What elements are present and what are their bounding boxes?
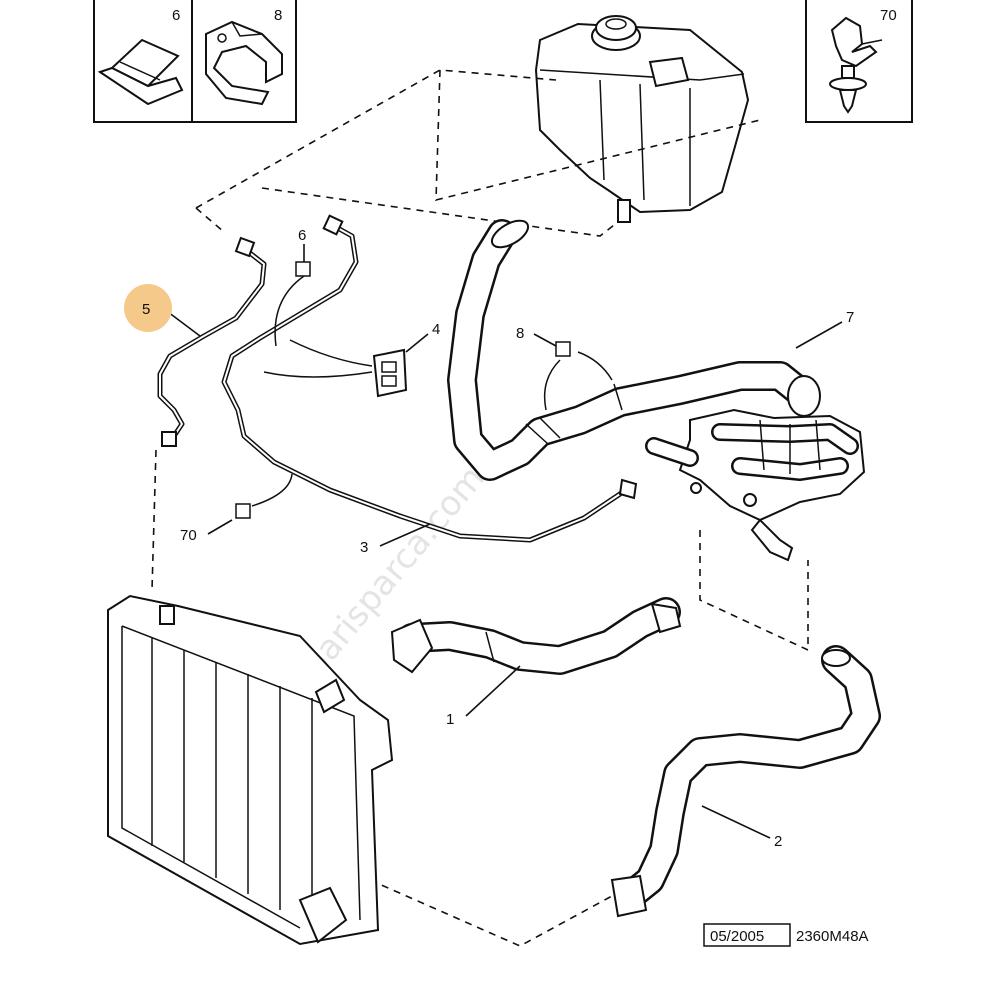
date-box <box>703 923 791 947</box>
tank-hose <box>447 219 821 481</box>
ref-box-70 <box>235 503 251 519</box>
reference-date: 05/2005 <box>710 928 764 945</box>
callout-3: 3 <box>360 539 368 556</box>
arrow-ref-8 <box>543 359 561 411</box>
reference-stamp: 05/2005 2360M48A <box>703 923 869 947</box>
leader-3 <box>379 523 431 547</box>
fastener-clip-icon <box>829 16 883 114</box>
inset-panel-6: 6 <box>93 0 193 123</box>
ref-box-8 <box>555 341 571 357</box>
callout-2: 2 <box>774 833 782 850</box>
expansion-tank <box>534 15 750 223</box>
callout-6: 6 <box>298 227 306 244</box>
hose-1 <box>390 597 682 675</box>
clip-icon <box>97 38 184 106</box>
guide-radiator <box>151 449 157 591</box>
radiator <box>107 594 394 946</box>
bracket-clip-icon <box>205 20 283 106</box>
callout-4: 4 <box>432 321 440 338</box>
leader-4 <box>405 333 429 353</box>
inset-panel-70: 70 <box>805 0 913 123</box>
leader-2 <box>701 805 771 839</box>
inset-panel-8: 8 <box>191 0 297 123</box>
arrow-ref-6 <box>274 275 305 347</box>
leader-70 <box>207 519 233 535</box>
inset-number-6: 6 <box>172 7 180 24</box>
guide-tank-top <box>195 69 761 209</box>
arrow-ref-8b <box>577 351 613 381</box>
callout-70: 70 <box>180 527 197 544</box>
inset-number-8: 8 <box>274 7 282 24</box>
ref-box-6 <box>295 261 311 277</box>
bleed-pipe-5 <box>157 236 267 447</box>
valve-housing <box>645 408 866 562</box>
guide-tank-mid <box>195 187 619 237</box>
leader-1 <box>465 665 521 717</box>
callout-5-highlight <box>124 284 172 332</box>
connector-4 <box>263 339 408 398</box>
callout-5: 5 <box>142 301 150 318</box>
callout-1: 1 <box>446 711 454 728</box>
callout-7: 7 <box>846 309 854 326</box>
leader-5 <box>167 311 201 337</box>
guide-lower <box>369 879 613 947</box>
arrow-ref-70 <box>251 473 293 507</box>
bleed-pipe-3 <box>221 214 638 543</box>
callout-8: 8 <box>516 325 524 342</box>
reference-code: 2360M48A <box>796 928 869 945</box>
inset-number-70: 70 <box>880 7 897 24</box>
hose-2 <box>610 645 881 918</box>
leader-8 <box>533 333 557 347</box>
leader-7 <box>795 321 843 349</box>
